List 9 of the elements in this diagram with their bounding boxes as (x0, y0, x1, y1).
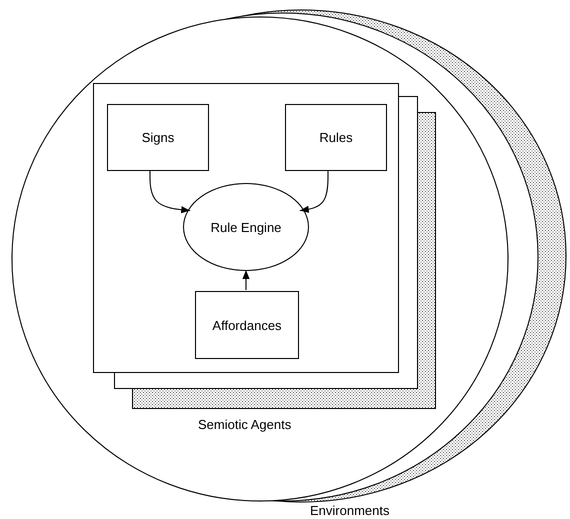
process-box: Signs (107, 104, 209, 171)
environments-label: Environments (310, 503, 390, 518)
process-ellipse: Rule Engine (183, 183, 309, 271)
process-box: Affordances (195, 291, 299, 359)
arrow (242, 270, 250, 290)
semiotic-agents-label: Semiotic Agents (198, 417, 292, 432)
arrow (299, 170, 328, 213)
process-box: Rules (285, 104, 387, 171)
arrow (150, 170, 191, 214)
